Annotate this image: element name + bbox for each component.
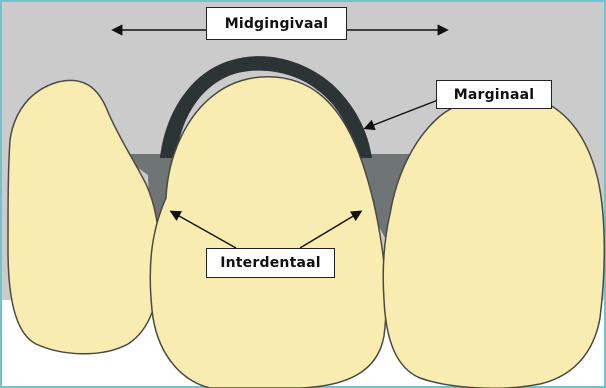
interdental-label: Interdentaal (206, 248, 335, 278)
marginal-label: Marginaal (436, 80, 552, 109)
midgingival-label: Midgingivaal (206, 7, 347, 40)
